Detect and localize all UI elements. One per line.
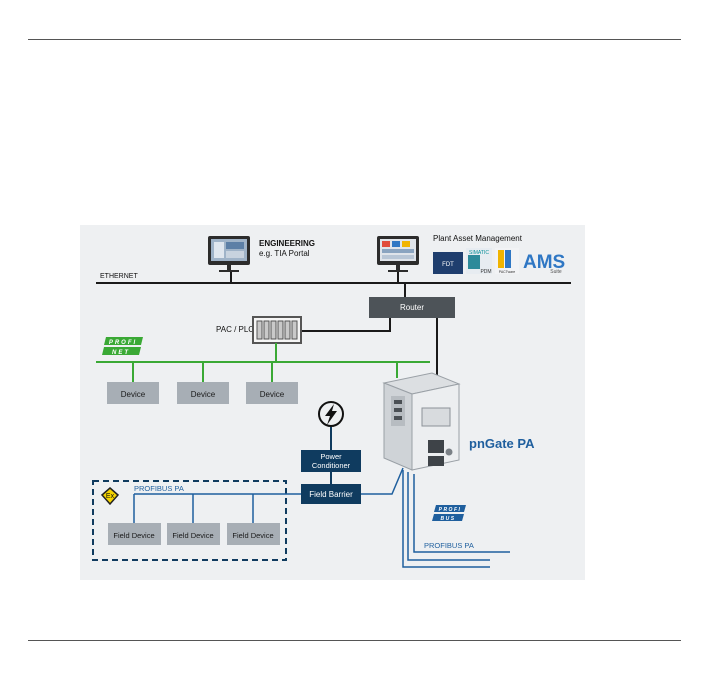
svg-text:Ex: Ex: [106, 493, 115, 500]
field-device-box: Field Device: [108, 523, 161, 545]
svg-text:Suite: Suite: [550, 269, 562, 275]
svg-text:PACTware: PACTware: [499, 270, 516, 274]
svg-text:FDT: FDT: [442, 262, 454, 268]
asset-management-title: Plant Asset Management: [433, 234, 523, 243]
pactware-logo: PACTware: [495, 248, 519, 274]
svg-text:PDM: PDM: [480, 269, 491, 275]
engineering-title: ENGINEERING: [259, 239, 315, 248]
svg-text:BUS: BUS: [440, 516, 455, 522]
pngate-pa-device: [384, 373, 459, 470]
device-box: Device: [107, 382, 159, 404]
ethernet-port-icon: [428, 456, 444, 466]
field-device-box: Field Device: [227, 523, 280, 545]
plc-rack-icon: [253, 317, 301, 343]
simatic-pdm-logo: SIMATIC PDM: [466, 248, 492, 275]
router-label: Router: [400, 303, 424, 312]
ethernet-port-icon: [428, 440, 444, 453]
svg-text:PROFI: PROFI: [439, 507, 462, 513]
ams-suite-logo: AMS Suite: [523, 252, 565, 275]
gateway-name: pnGate PA: [469, 436, 535, 451]
device-box: Device: [177, 382, 229, 404]
pac-plc-label: PAC / PLC: [216, 325, 254, 334]
ethernet-label: ETHERNET: [100, 273, 138, 280]
device-box: Device: [246, 382, 298, 404]
svg-text:Field Device: Field Device: [232, 531, 273, 540]
profibus-pa-label-top: PROFIBUS PA: [134, 484, 184, 493]
field-device-box: Field Device: [167, 523, 220, 545]
field-barrier-label: Field Barrier: [309, 490, 353, 499]
svg-text:Field Device: Field Device: [172, 531, 213, 540]
engineering-subtitle: e.g. TIA Portal: [259, 249, 310, 258]
profibus-pa-label-bottom: PROFIBUS PA: [424, 541, 474, 550]
power-conditioner-line1: Power: [320, 452, 342, 461]
svg-text:NET: NET: [112, 350, 130, 356]
svg-text:Field Device: Field Device: [113, 531, 154, 540]
svg-text:Device: Device: [121, 390, 146, 399]
fdt-logo: FDT: [433, 252, 463, 274]
svg-text:Device: Device: [260, 390, 285, 399]
svg-text:Device: Device: [191, 390, 216, 399]
power-conditioner-line2: Conditioner: [312, 461, 351, 470]
svg-text:SIMATIC: SIMATIC: [469, 250, 489, 256]
svg-text:PROFI: PROFI: [109, 340, 137, 346]
